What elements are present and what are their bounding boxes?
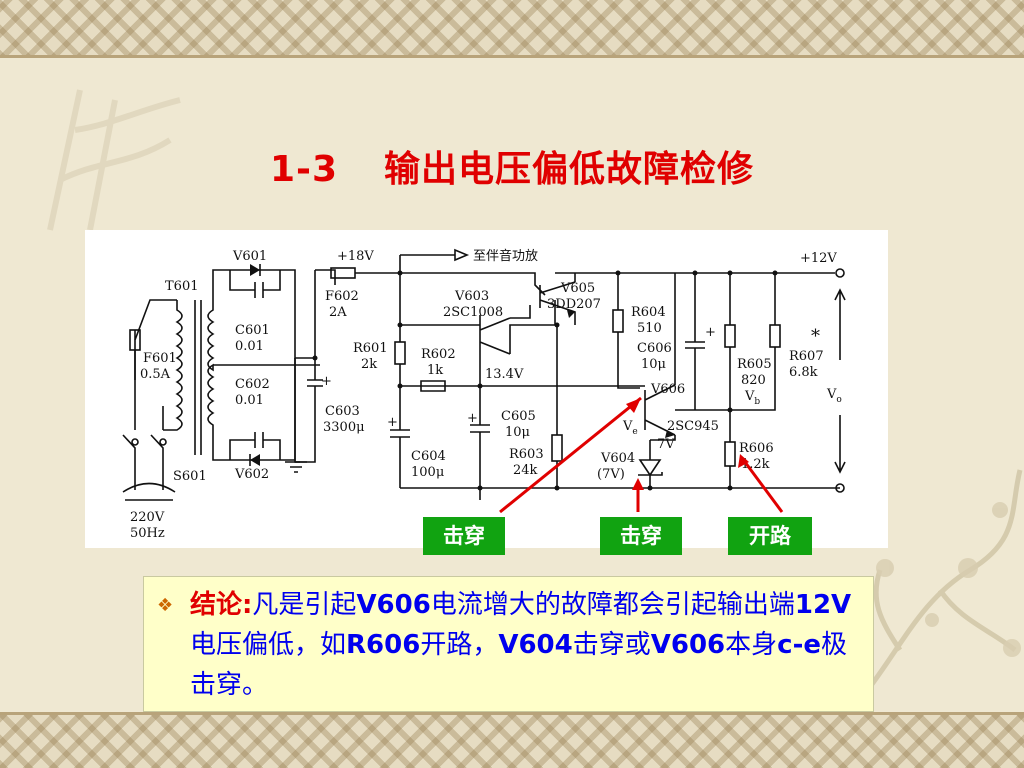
tag-open-r606: 开路 [728,517,812,555]
conclusion-part: 极击穿。 [190,630,848,700]
title-text: 输出电压偏低故障检修 [384,149,755,190]
decorative-border-top [0,0,1024,58]
label-c601-value: 0.01 [235,339,264,354]
label-t601: T601 [165,279,198,294]
label-r607-star: * [811,326,820,347]
tag-breakdown-v604: 击穿 [600,517,682,555]
label-c603-value: 3300μ [323,420,365,435]
label-r605: R605 [737,357,772,372]
label-plus18v: +18V [337,249,374,264]
conclusion-colon: : [242,590,253,620]
conclusion-lead: 结论 [190,590,243,620]
bullet-icon: ❖ [157,595,174,616]
conclusion-part: 开路， [420,630,499,660]
conclusion-term: V604 [498,630,573,660]
label-r604: R604 [631,305,666,320]
label-c604-value: 100μ [411,465,444,480]
label-r607-value: 6.8k [789,365,818,380]
label-mains-voltage: 220V [130,510,165,525]
label-r604-value: 510 [637,321,662,336]
conclusion-term: R606 [346,630,421,660]
label-c603-plus: + [321,374,332,389]
label-r602: R602 [421,347,456,362]
label-c606: C606 [637,341,672,356]
conclusion-part: 击穿或 [572,630,651,660]
label-v603: V603 [454,289,489,304]
label-r606: R606 [739,441,774,456]
conclusion-term: V606 [650,630,726,660]
conclusion-part: 凡是引起 [252,590,357,620]
label-node-voltage: 13.4V [485,367,524,382]
label-c604-plus: + [387,415,398,430]
label-r601: R601 [353,341,388,356]
label-v603-type: 2SC1008 [443,305,503,320]
tag-breakdown-v606: 击穿 [423,517,505,555]
conclusion-term: 12V [794,590,852,620]
circuit-diagram: V601 T601 F601 0.5A C601 0.01 C602 0.01 … [85,230,888,548]
label-c603: C603 [325,404,360,419]
label-vo-sub: o [836,395,841,405]
label-c602-value: 0.01 [235,393,264,408]
label-vb-main: V [744,389,755,404]
label-f602-value: 2A [329,305,347,320]
label-to-audio-amp: 至伴音功放 [473,248,538,264]
label-v605: V605 [560,281,595,296]
slide-title: 1-3 输出电压偏低故障检修 [0,140,1024,192]
label-r607: R607 [789,349,824,364]
label-r605-value: 820 [741,373,766,388]
label-v606: V606 [650,382,685,397]
conclusion-text: 结论:凡是引起V606电流增大的故障都会引起输出端12V电压偏低，如R606开路… [190,585,872,705]
conclusion-part: 电流增大的故障都会引起输出端 [430,590,795,620]
conclusion-term: c-e [777,630,822,660]
label-r601-value: 2k [361,357,377,372]
label-c606-plus: + [705,325,716,340]
label-c602: C602 [235,377,270,392]
conclusion-term: V606 [356,590,431,620]
label-r606-value: 1.2k [741,457,770,472]
label-c605-value: 10μ [505,425,530,440]
label-v606-type: 2SC945 [667,419,719,434]
label-vb-sub: b [754,397,760,407]
label-v605-type: 3DD207 [547,297,601,312]
label-mains-frequency: 50Hz [130,526,165,541]
title-number: 1-3 [269,149,339,190]
label-f602: F602 [325,289,359,304]
label-c606-value: 10μ [641,357,666,372]
label-plus12v: +12V [800,251,837,266]
label-ve-sub: e [632,427,637,437]
conclusion-part: 电压偏低，如 [190,630,347,660]
label-r603: R603 [509,447,544,462]
label-ve: Ve [622,419,638,437]
label-c605-plus: + [467,411,478,426]
label-r603-value: 24k [513,463,538,478]
label-c605: C605 [501,409,536,424]
conclusion-box: ❖ 结论:凡是引起V606电流增大的故障都会引起输出端12V电压偏低，如R606… [143,576,874,712]
label-v604-value: (7V) [597,467,625,482]
label-vo: Vo [826,387,842,405]
label-vo-main: V [826,387,837,402]
label-f601-value: 0.5A [140,367,171,382]
label-c604: C604 [411,449,446,464]
label-f601: F601 [143,351,177,366]
label-v601: V601 [232,249,267,264]
label-v602: V602 [234,467,269,482]
decorative-border-bottom [0,712,1024,768]
label-vb: Vb [744,389,760,407]
label-ve-main: V [622,419,633,434]
label-seven-volts: 7V [657,437,675,452]
label-r602-value: 1k [427,363,443,378]
conclusion-part: 本身 [725,630,778,660]
label-s601: S601 [173,469,207,484]
label-v604: V604 [600,451,635,466]
label-c601: C601 [235,323,270,338]
